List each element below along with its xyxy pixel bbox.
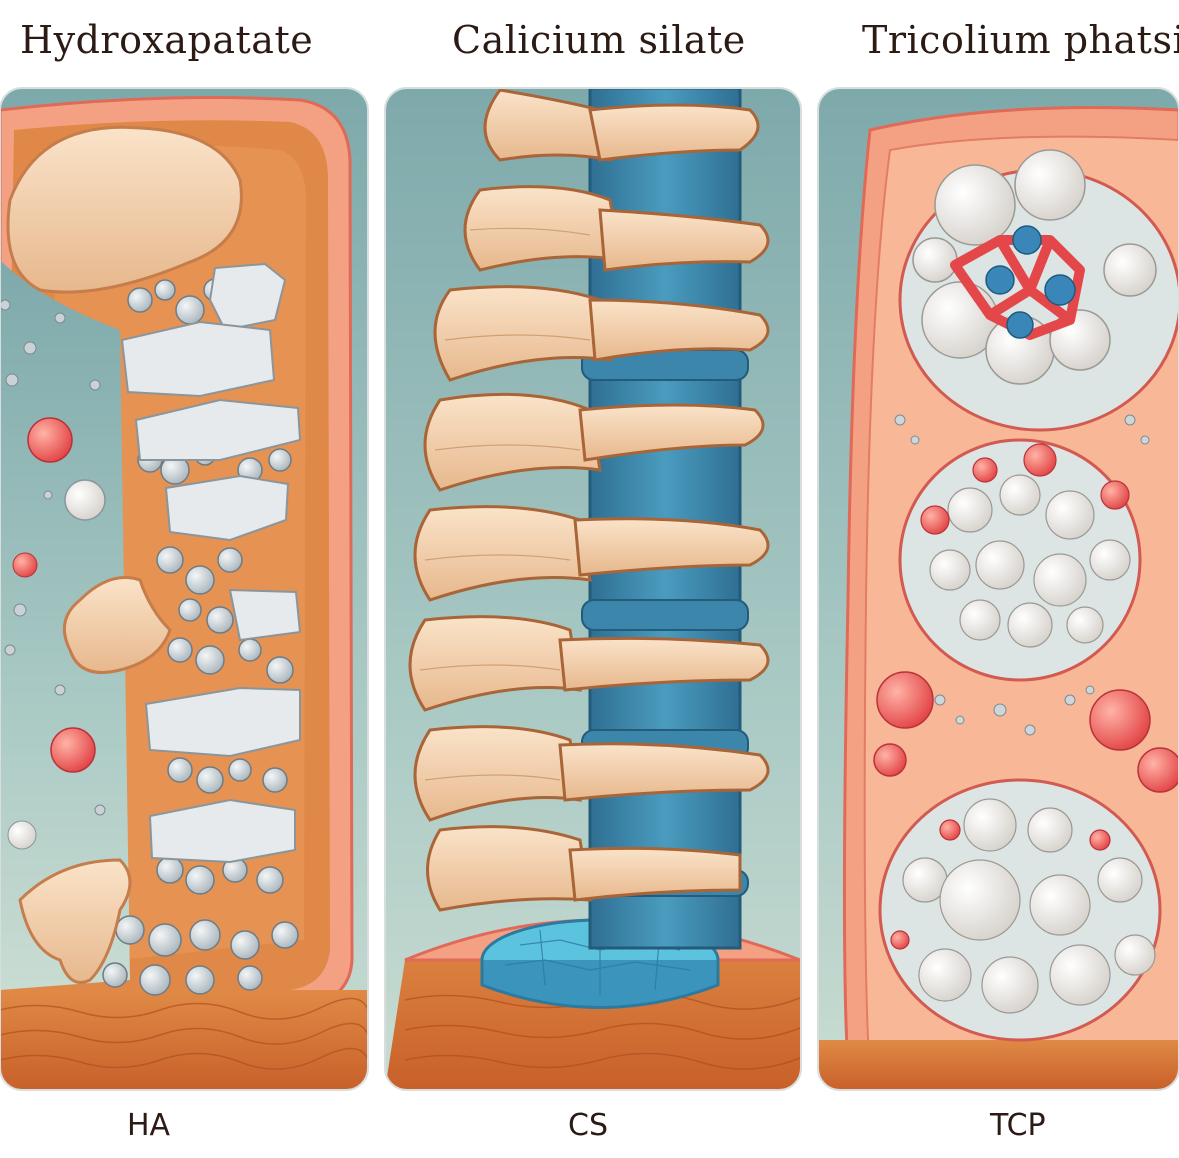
panel-label-ha: HA: [127, 1108, 171, 1143]
panel-label-cs: CS: [568, 1108, 608, 1143]
panel-tcp: [818, 88, 1179, 1090]
panel-ha: [0, 88, 368, 1090]
panel-cs: [385, 88, 801, 1090]
panel-title-ha: Hydroxapatate: [20, 18, 314, 62]
panel-label-tcp: TCP: [990, 1108, 1046, 1143]
panel-title-tcp: Tricolium phatsit: [862, 18, 1179, 62]
panel-title-cs: Calicium silate: [452, 18, 746, 62]
